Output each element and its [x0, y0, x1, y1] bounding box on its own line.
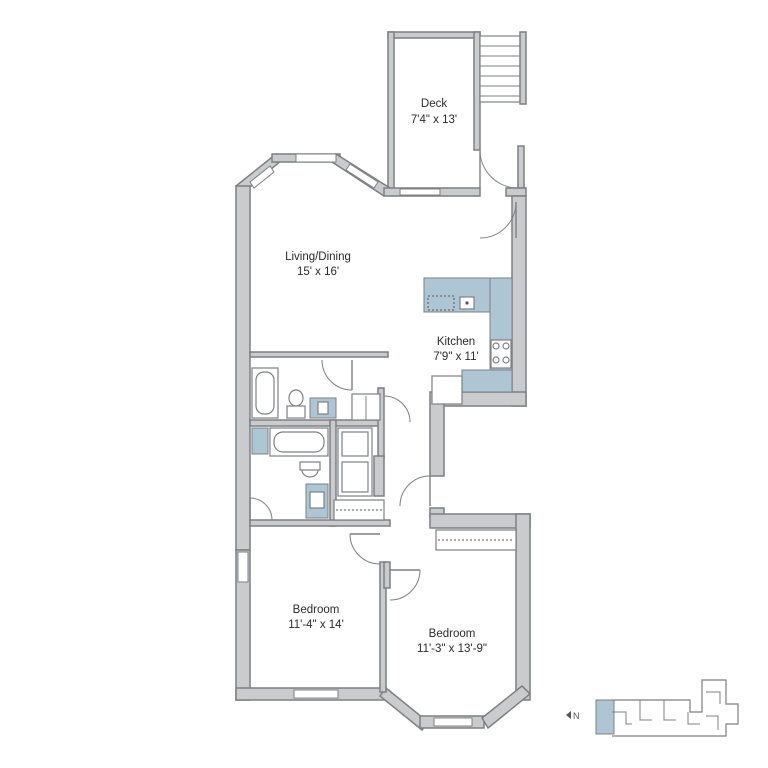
deck-label: Deck 7'4" x 13' [411, 98, 457, 126]
bath-upper-fixtures [251, 367, 381, 421]
kitchen-fixtures [423, 277, 513, 405]
bedroom-right-label: Bedroom 11'-3" x 13'-9" [417, 628, 487, 655]
deck-stairs [479, 31, 527, 105]
svg-text:Deck: Deck [421, 98, 447, 110]
kitchen-label: Kitchen 7'9" x 11' [433, 336, 478, 363]
svg-text:15' x 16': 15' x 16' [297, 266, 339, 278]
svg-text:Bedroom: Bedroom [429, 628, 476, 640]
svg-text:11'-4" x 14': 11'-4" x 14' [288, 619, 344, 631]
svg-text:7'4" x 13': 7'4" x 13' [411, 114, 457, 126]
svg-text:Bedroom: Bedroom [293, 604, 340, 616]
bedroom-left-label: Bedroom 11'-4" x 14' [288, 604, 344, 631]
north-arrow-icon [566, 711, 571, 719]
svg-text:7'9" x 11': 7'9" x 11' [433, 351, 478, 363]
svg-text:N: N [573, 711, 580, 721]
living-dining-label: Living/Dining 15' x 16' [285, 251, 351, 278]
doors [249, 201, 517, 601]
bedroom-closet [435, 529, 517, 551]
svg-text:Kitchen: Kitchen [437, 336, 475, 348]
svg-text:11'-3" x 13'-9": 11'-3" x 13'-9" [417, 643, 487, 655]
key-plan [595, 679, 739, 737]
north-indicator: N [566, 711, 580, 721]
deck-area [387, 31, 527, 193]
svg-text:Living/Dining: Living/Dining [285, 251, 351, 263]
bath-lower-fixtures [251, 427, 385, 521]
